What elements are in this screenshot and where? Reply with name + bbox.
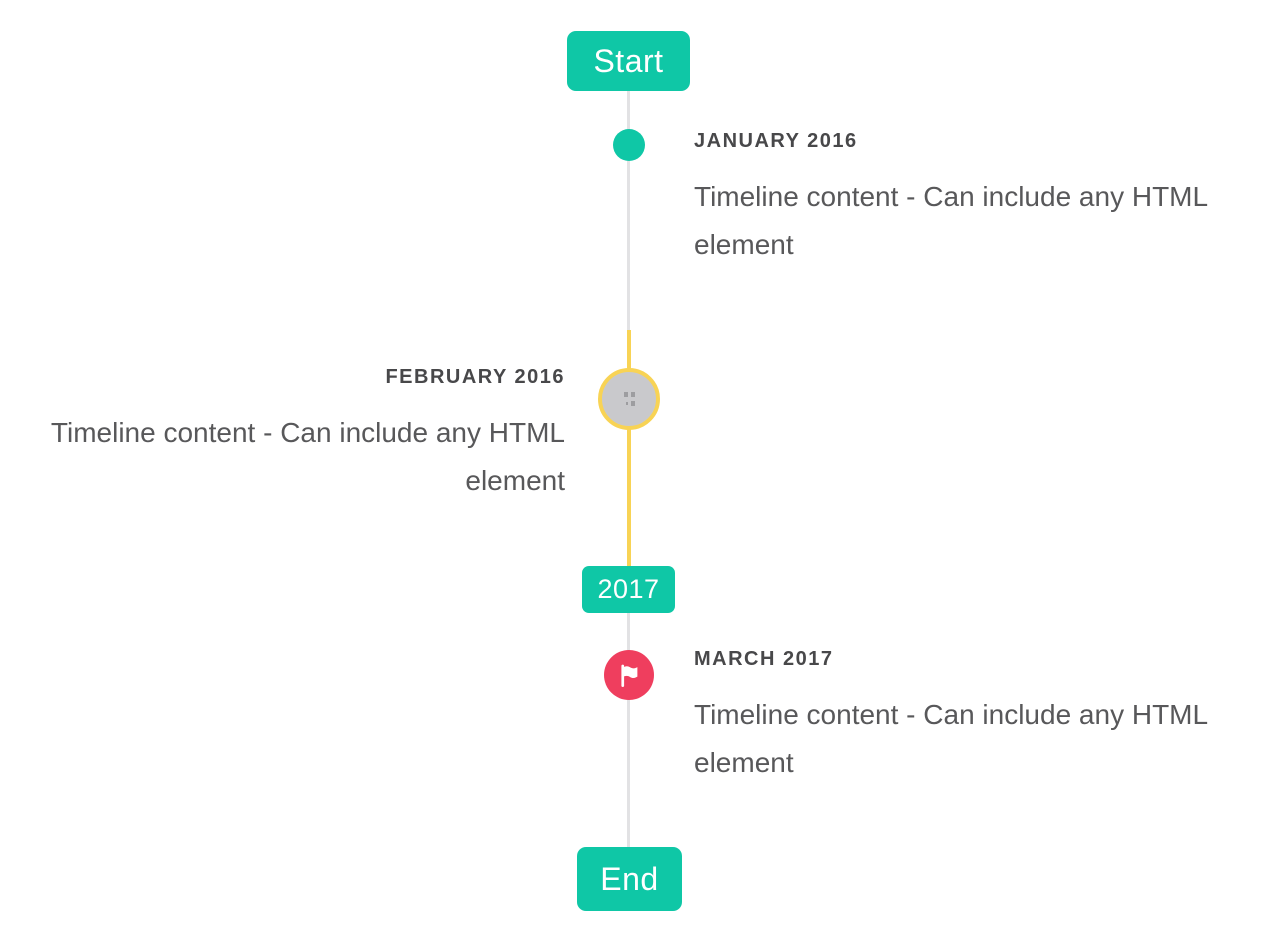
january-dot-marker: [613, 129, 645, 161]
march-flag-marker: [604, 650, 654, 700]
timeline-line-segment-yellow: [627, 330, 631, 566]
entry-date-january: JANUARY 2016: [694, 130, 858, 152]
timeline-entry-february: FEBRUARY 2016 Timeline content - Can inc…: [25, 366, 565, 505]
broken-image-icon: [624, 392, 628, 397]
timeline-start-badge: Start: [567, 31, 690, 91]
entry-date-march: MARCH 2017: [694, 648, 834, 670]
entry-date-february: FEBRUARY 2016: [385, 366, 565, 388]
timeline-entry-january: JANUARY 2016 Timeline content - Can incl…: [694, 130, 1239, 269]
timeline-start-label: Start: [593, 42, 664, 79]
timeline-end-badge: End: [577, 847, 682, 911]
flag-icon: [616, 662, 643, 689]
entry-content-march: Timeline content - Can include any HTML …: [694, 699, 1208, 778]
timeline-line-segment-gray-bottom: [627, 613, 630, 848]
timeline-year-badge-2017: 2017: [582, 566, 675, 613]
february-image-circle-marker: [598, 368, 660, 430]
entry-content-february: Timeline content - Can include any HTML …: [50, 417, 565, 496]
timeline-year-label: 2017: [597, 574, 660, 604]
timeline-line-segment-gray-top: [627, 91, 630, 330]
timeline-end-label: End: [600, 860, 659, 897]
entry-content-january: Timeline content - Can include any HTML …: [694, 181, 1208, 260]
timeline-entry-march: MARCH 2017 Timeline content - Can includ…: [694, 648, 1239, 787]
